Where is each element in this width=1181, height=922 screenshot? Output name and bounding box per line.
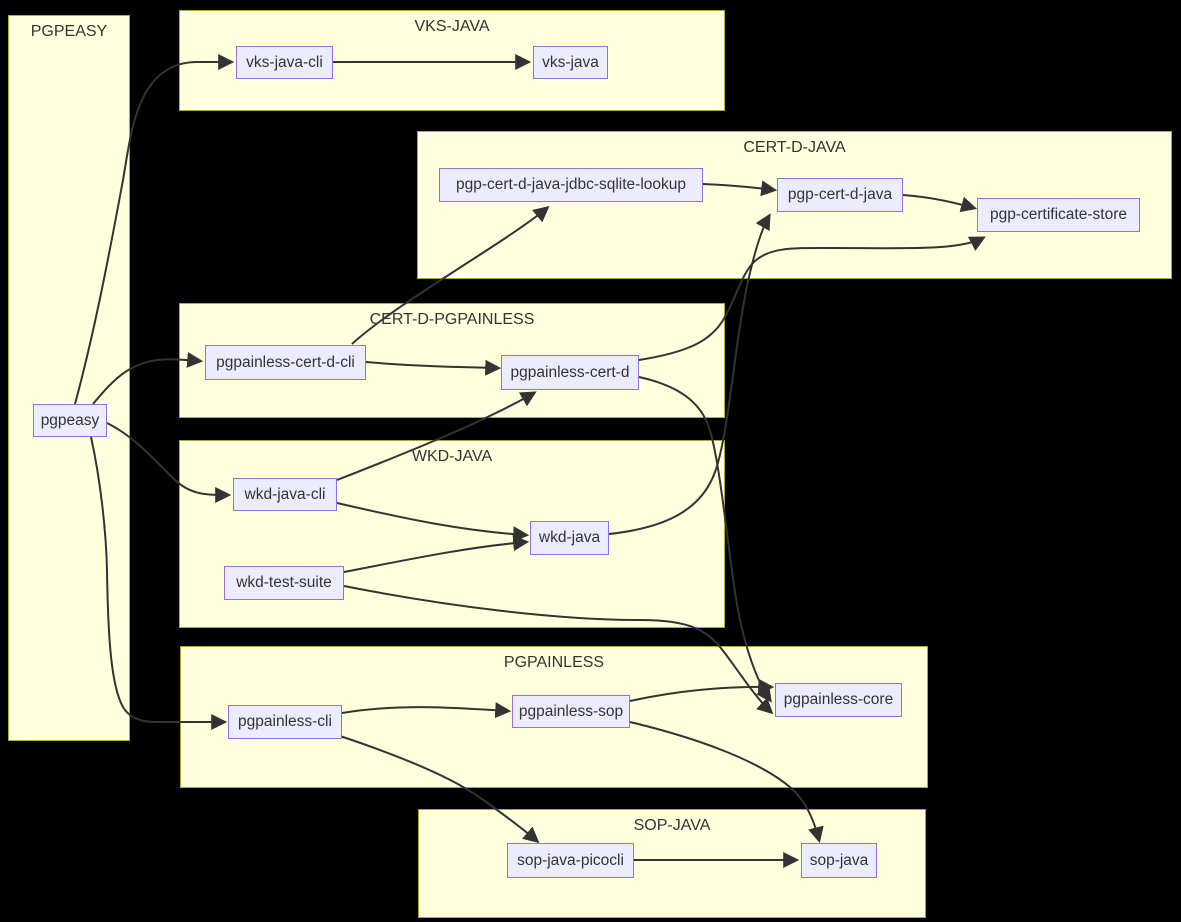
node-pgpainless-core: pgpainless-core xyxy=(775,683,902,717)
node-wkd-java: wkd-java xyxy=(530,521,609,555)
node-wkd-java-cli: wkd-java-cli xyxy=(233,478,337,511)
node-pgpainless-sop: pgpainless-sop xyxy=(512,695,630,728)
node-vks-java: vks-java xyxy=(533,46,608,79)
node-pgpainless-cli: pgpainless-cli xyxy=(228,705,342,739)
node-wkd-test-suite: wkd-test-suite xyxy=(224,566,344,600)
cluster-title-cert-d-pgpainless: CERT-D-PGPAINLESS xyxy=(369,311,535,328)
node-pgpainless-cert-d: pgpainless-cert-d xyxy=(501,355,639,390)
node-sop-java-picocli: sop-java-picocli xyxy=(507,843,634,878)
cluster-pgpeasy: PGPEASY xyxy=(8,15,130,741)
node-pgp-cert-d-java-jdbc-sqlite-lookup: pgp-cert-d-java-jdbc-sqlite-lookup xyxy=(439,168,703,202)
node-pgpeasy: pgpeasy xyxy=(33,404,107,437)
node-pgp-certificate-store: pgp-certificate-store xyxy=(977,198,1140,232)
cluster-title-pgpainless: PGPAINLESS xyxy=(503,654,605,671)
cluster-title-pgpeasy: PGPEASY xyxy=(30,23,108,40)
node-vks-java-cli: vks-java-cli xyxy=(236,46,333,79)
cluster-title-vks-java: VKS-JAVA xyxy=(414,18,490,35)
cluster-title-sop-java: SOP-JAVA xyxy=(633,817,711,834)
node-pgpainless-cert-d-cli: pgpainless-cert-d-cli xyxy=(205,345,366,380)
node-sop-java: sop-java xyxy=(801,843,877,878)
cluster-title-cert-d-java: CERT-D-JAVA xyxy=(743,139,846,156)
cluster-title-wkd-java: WKD-JAVA xyxy=(411,448,493,465)
node-pgp-cert-d-java: pgp-cert-d-java xyxy=(777,178,903,212)
